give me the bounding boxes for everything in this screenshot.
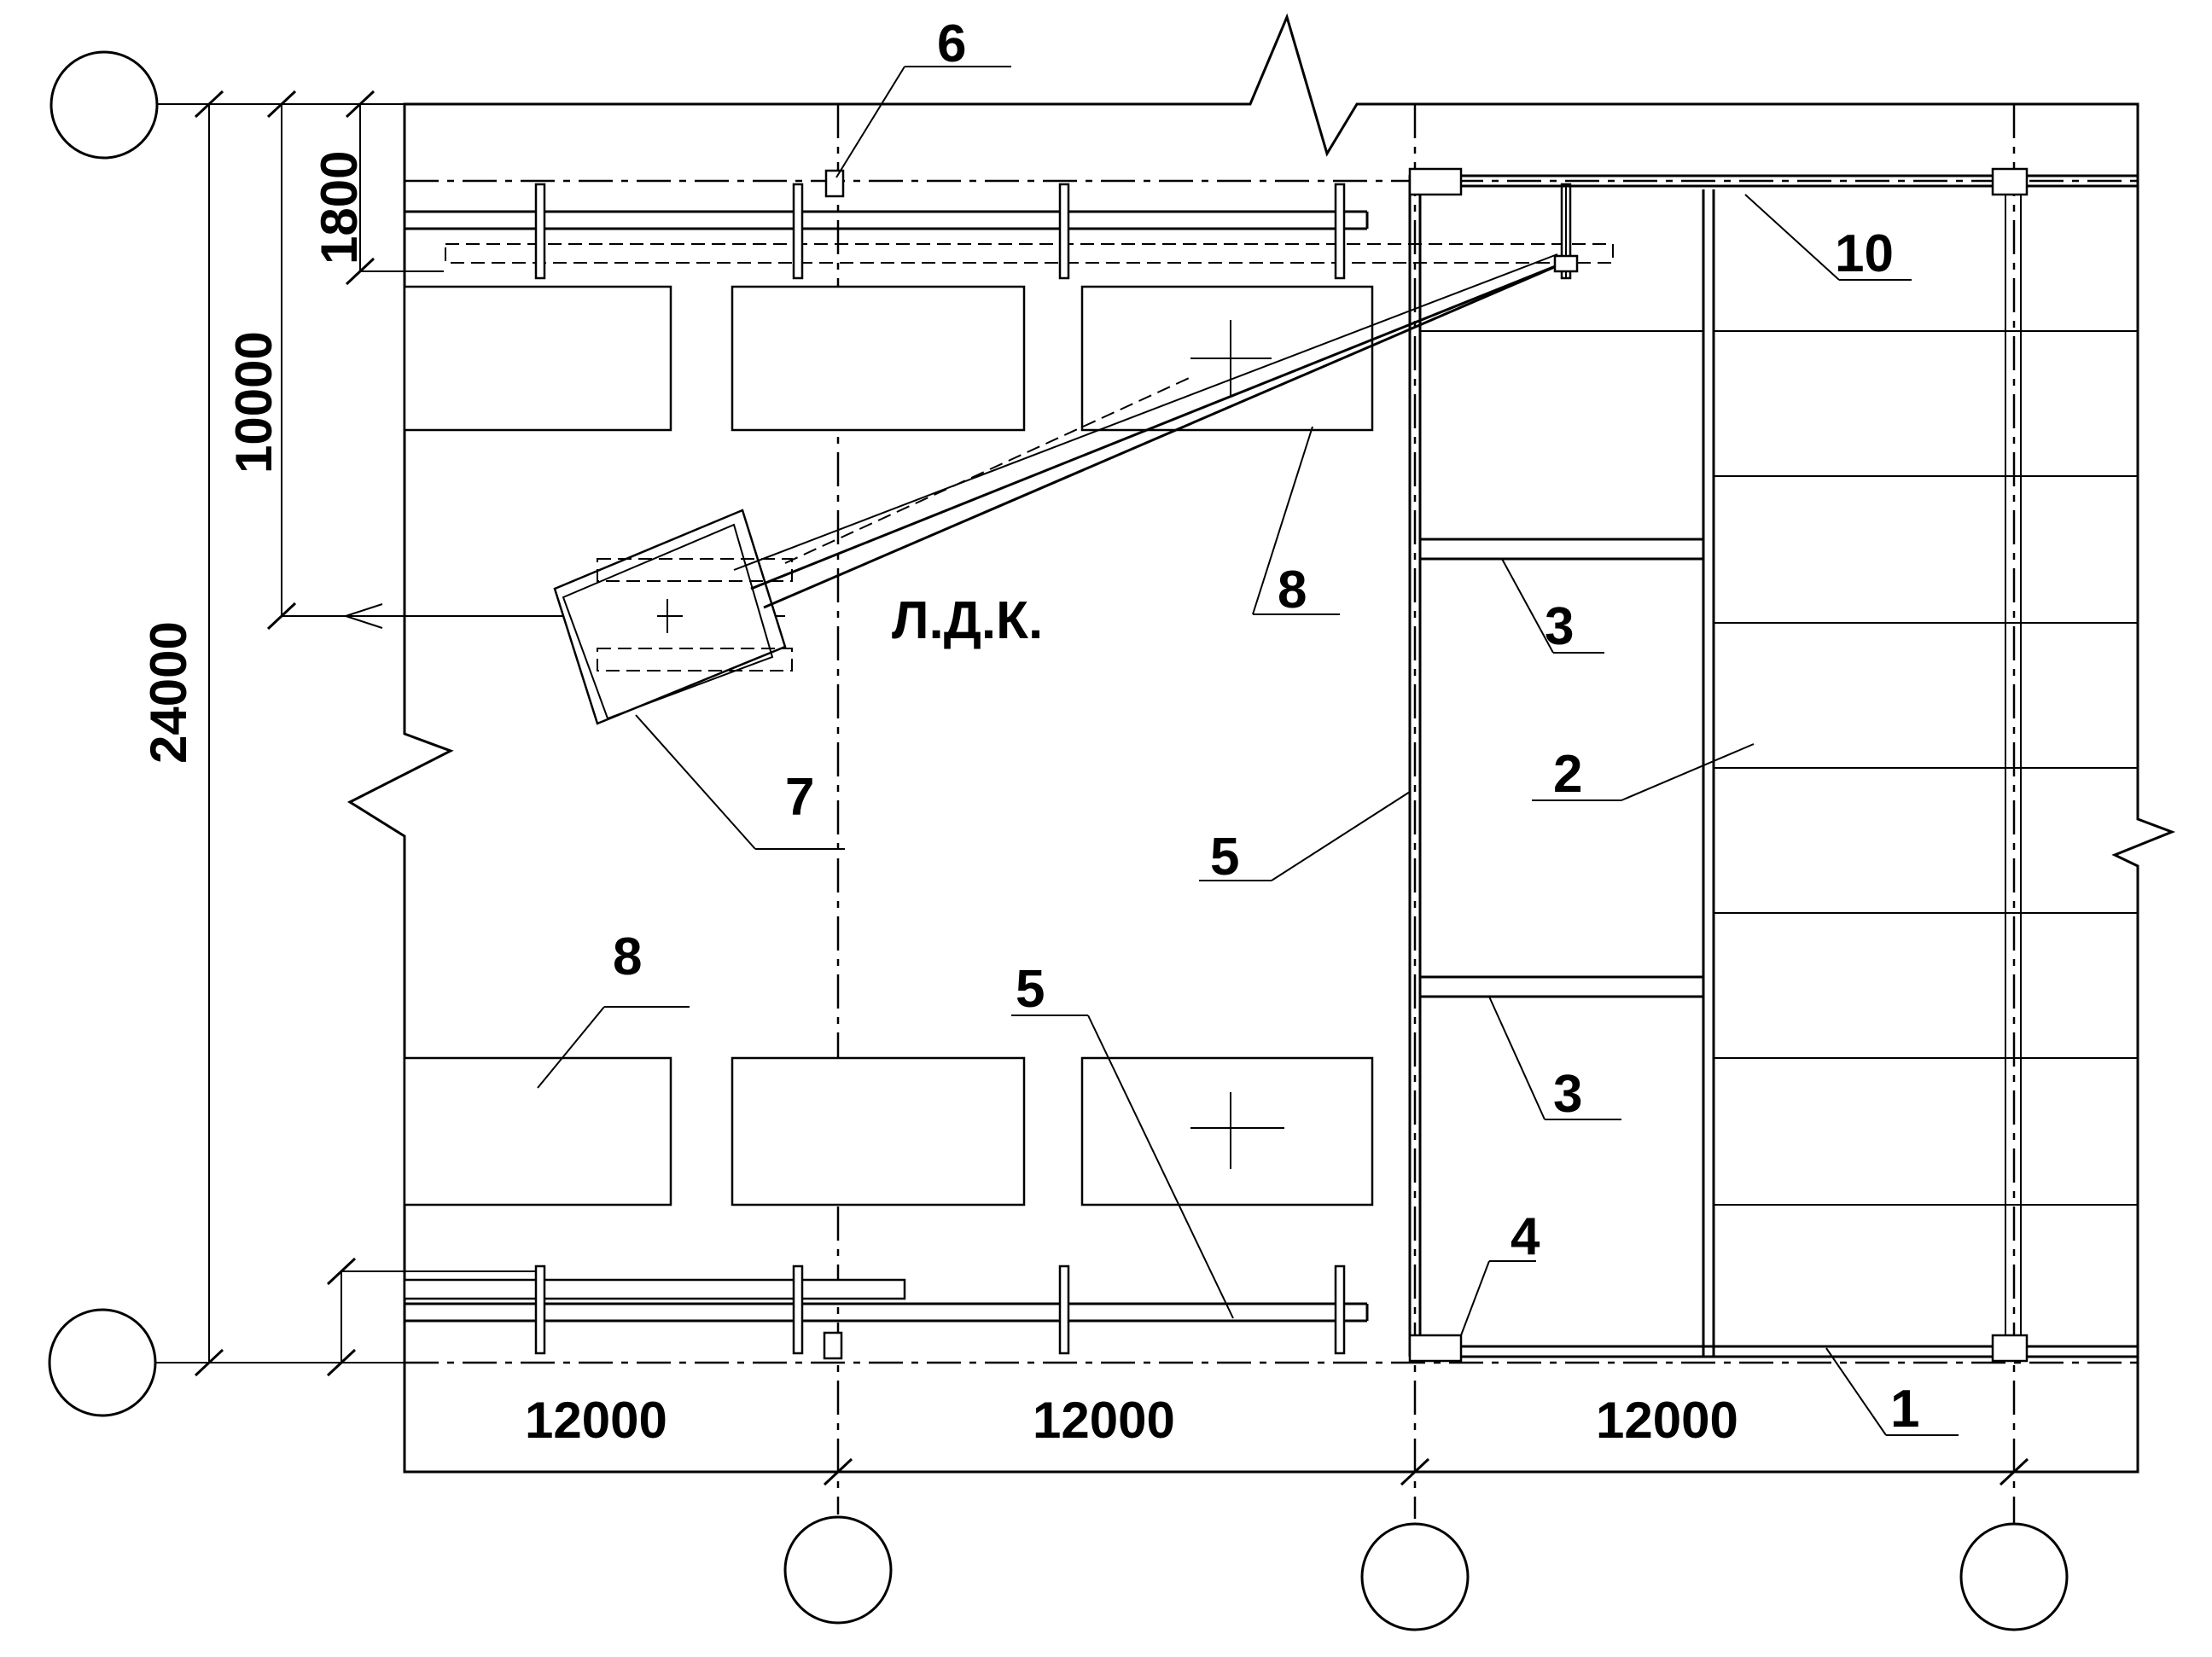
axis-circle-bottom-3 — [1959, 1522, 2069, 1631]
tower-crane — [553, 183, 1579, 725]
label-3-top: 3 — [1545, 597, 1574, 656]
building-frame — [1408, 167, 2138, 1363]
storage-plates-bottom — [403, 1056, 1374, 1206]
dimension-span-3: 12000 — [1596, 1392, 1738, 1449]
site-outline — [346, 13, 2176, 1474]
rail-stop-bottom — [823, 1331, 843, 1360]
dimension-rail-offset: 1800 — [311, 151, 368, 265]
label-10: 10 — [1835, 224, 1894, 283]
label-6: 6 — [937, 15, 966, 73]
label-8-bottom: 8 — [613, 927, 642, 986]
bottom-sleepers — [534, 1265, 1346, 1355]
label-8-top: 8 — [1278, 561, 1307, 619]
dimension-span-2: 12000 — [1033, 1392, 1175, 1449]
axis-circle-bottom-2 — [1360, 1522, 1470, 1631]
leader-lines — [537, 66, 1959, 1436]
axis-circle-bottom-1 — [783, 1515, 893, 1625]
dimension-height-total: 24000 — [140, 621, 197, 764]
label-1: 1 — [1890, 1380, 1919, 1439]
rail-stop-top — [824, 169, 845, 198]
label-2: 2 — [1553, 745, 1582, 804]
label-ldk: Л.Д.К. — [892, 591, 1043, 650]
label-4: 4 — [1511, 1207, 1540, 1266]
dimension-span-1: 12000 — [525, 1392, 667, 1449]
label-5-bottom: 5 — [1016, 960, 1045, 1019]
dimension-crane-reach: 10000 — [225, 331, 282, 474]
axis-circle-top-left — [49, 50, 159, 160]
label-7: 7 — [785, 768, 814, 827]
axis-circle-bottom-left — [48, 1308, 157, 1417]
label-3-bottom: 3 — [1553, 1065, 1582, 1124]
label-5-right: 5 — [1210, 828, 1239, 887]
